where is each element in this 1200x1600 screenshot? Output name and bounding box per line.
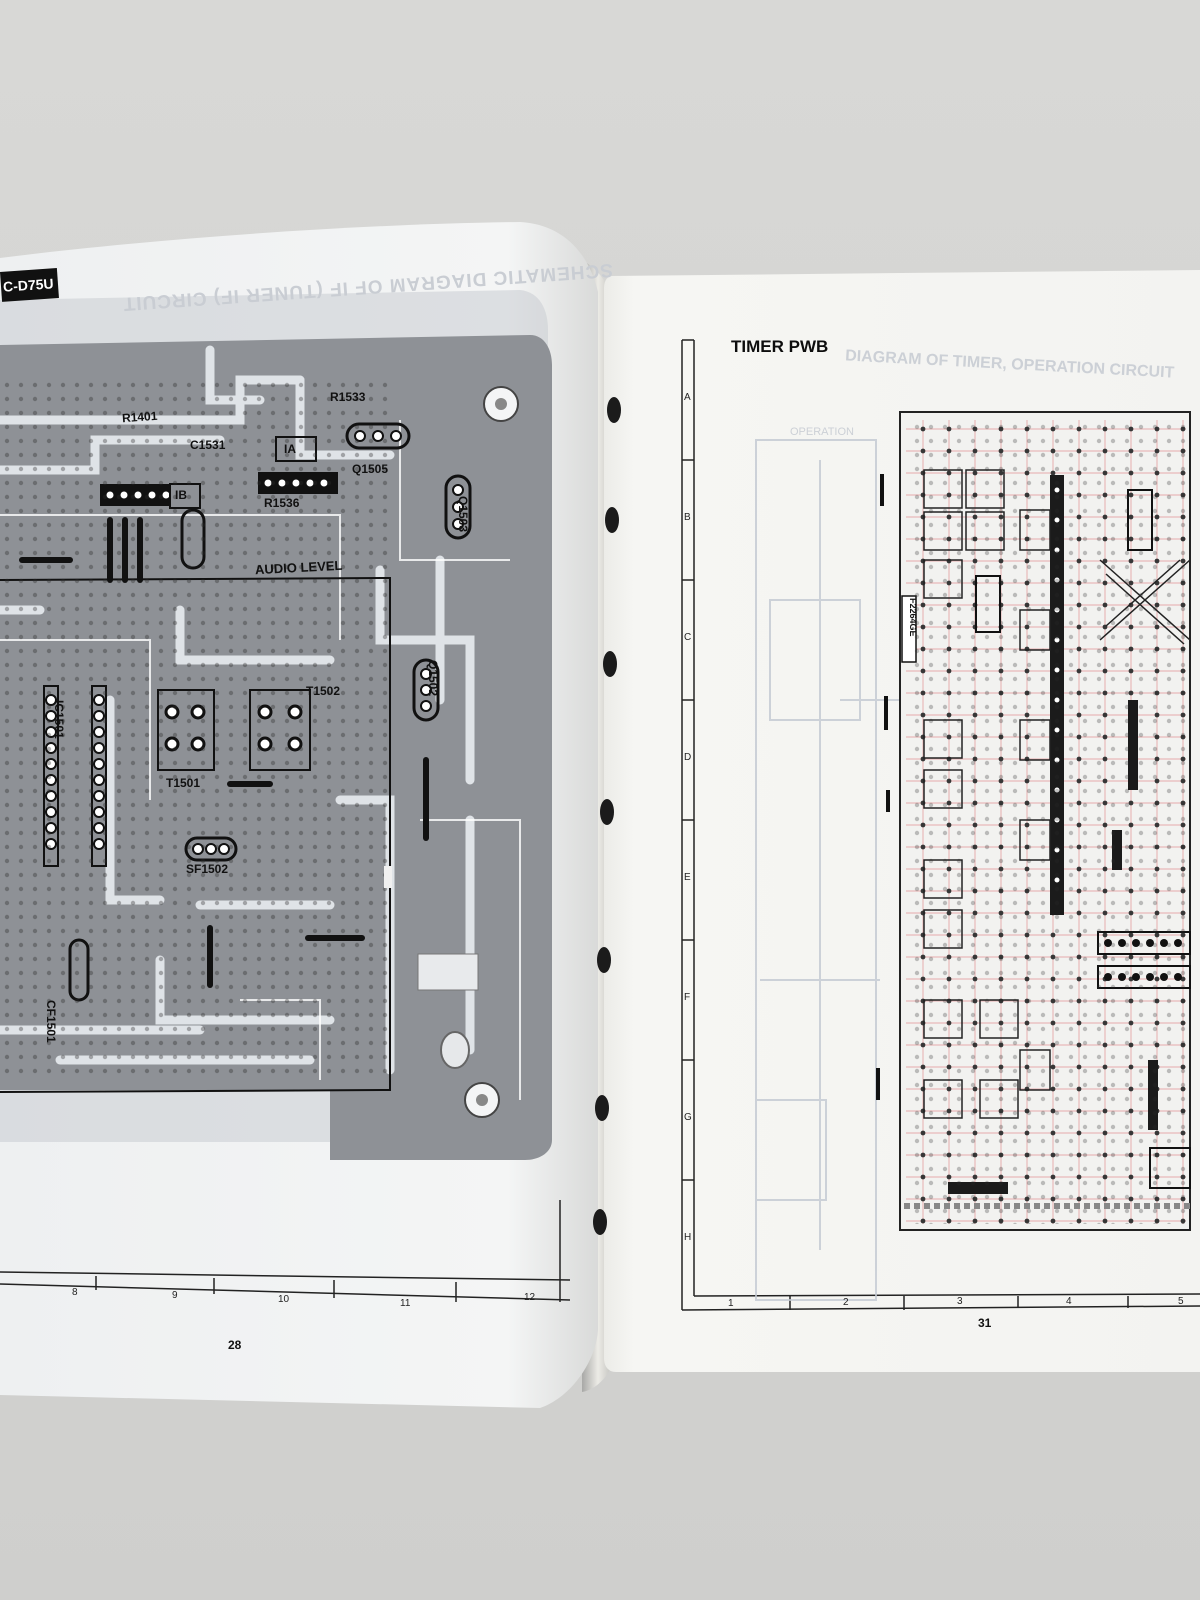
- right-frame: [681, 339, 1200, 1311]
- grid-row: E: [684, 872, 691, 883]
- component-label: Q1505: [352, 462, 389, 476]
- left-page-number: 28: [228, 1338, 242, 1352]
- grid-row: A: [684, 392, 691, 403]
- grid-column: 10: [278, 1294, 290, 1305]
- grid-row: G: [684, 1112, 692, 1123]
- component-label: R1401: [121, 408, 158, 426]
- board-id: F2264GE: [908, 598, 918, 637]
- grid-column: 3: [957, 1296, 963, 1307]
- component-label: T1502: [306, 684, 341, 698]
- binding-holes: [593, 397, 621, 1235]
- component-label: R1533: [330, 390, 366, 404]
- operation-section-label: OPERATION: [790, 426, 854, 438]
- grid-row: H: [684, 1232, 692, 1243]
- left-pcb-diagram: [0, 290, 552, 1160]
- component-label: Q1502: [426, 660, 440, 697]
- q1503-oval: [444, 474, 472, 540]
- grid-row: D: [684, 752, 692, 763]
- grid-column: 5: [1178, 1296, 1184, 1307]
- component-label: IA: [284, 442, 296, 456]
- grid-row: B: [684, 512, 691, 523]
- grid-column: 8: [72, 1287, 78, 1298]
- component-label: SF1502: [186, 862, 229, 876]
- grid-column: 2: [843, 1297, 849, 1308]
- component-label: T1501: [166, 776, 201, 790]
- faint-schematic: [755, 439, 900, 1301]
- grid-row: C: [684, 632, 692, 643]
- model-tag: C-D75U: [0, 268, 59, 302]
- grid-column: 11: [400, 1298, 411, 1309]
- grid-row: F: [684, 992, 691, 1003]
- left-grid-ruler: [0, 1200, 571, 1302]
- grid-column: 9: [172, 1290, 178, 1301]
- grid-column: 1: [728, 1298, 734, 1309]
- right-page-number: 31: [978, 1316, 992, 1330]
- grid-column: 12: [524, 1292, 536, 1303]
- component-label: Q1503: [456, 496, 470, 533]
- right-page-title: TIMER PWB: [731, 337, 829, 356]
- timer-pwb-board: [876, 411, 1191, 1231]
- component-label: CF1501: [44, 1000, 58, 1043]
- component-label: IB: [175, 488, 187, 502]
- component-label: C1531: [190, 438, 226, 452]
- q1502-oval: [412, 658, 440, 722]
- component-label: R1536: [264, 496, 300, 510]
- component-label: IC1501: [52, 700, 66, 739]
- grid-column: 4: [1066, 1296, 1072, 1307]
